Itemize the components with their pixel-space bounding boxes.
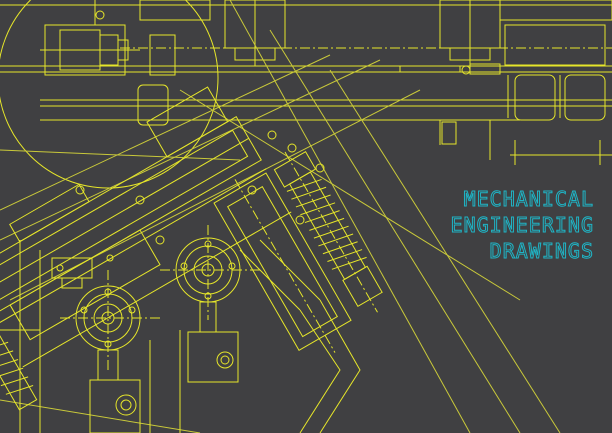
title-line-1: MECHANICAL	[463, 187, 594, 212]
bearing-right	[160, 225, 260, 383]
motor-assembly	[40, 0, 176, 76]
spring-left	[0, 329, 38, 411]
spring-assembly	[273, 151, 383, 313]
bearing-left	[60, 270, 160, 433]
title-line-3: DRAWINGS	[489, 239, 594, 264]
channel	[239, 239, 361, 433]
left-edge-parts	[0, 240, 181, 433]
title-block: MECHANICAL ENGINEERING DRAWINGS	[450, 186, 594, 264]
main-frame	[0, 86, 292, 368]
bolts	[56, 130, 325, 272]
title-line-2: ENGINEERING	[450, 213, 594, 238]
construction-lines	[0, 0, 561, 433]
